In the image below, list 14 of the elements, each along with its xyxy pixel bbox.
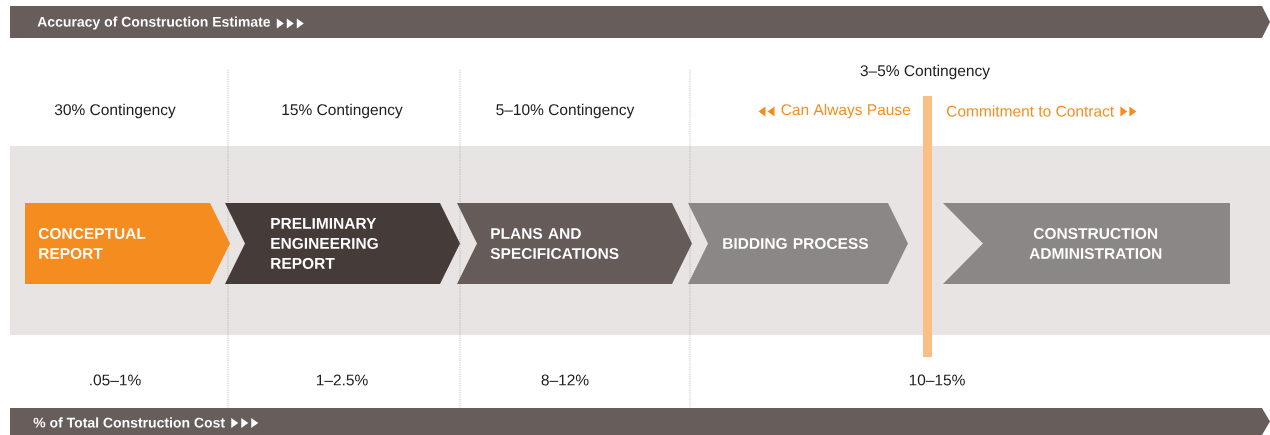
process-stage: CONSTRUCTION ADMINISTRATION bbox=[943, 203, 1230, 284]
label-text: 8–12% bbox=[541, 374, 589, 386]
header-band: Accuracy of Construction Estimate bbox=[10, 6, 1270, 38]
label-text: .05–1% bbox=[90, 374, 141, 386]
label-text: Commitment to Contract bbox=[947, 105, 1114, 117]
process-stage: CONCEPTUAL REPORT bbox=[25, 203, 230, 284]
header-band: % of Total Construction Cost bbox=[10, 408, 1270, 435]
label-text: 1–2.5% bbox=[316, 374, 368, 386]
label-text: 5–10% Contingency bbox=[496, 103, 635, 119]
label-text: 3–5% Contingency bbox=[860, 64, 990, 80]
label-text: 10–15% bbox=[909, 374, 965, 386]
label-text: 30% Contingency bbox=[54, 103, 176, 119]
label-text: 15% Contingency bbox=[282, 103, 403, 119]
label-text: Can Always Pause bbox=[781, 103, 911, 119]
